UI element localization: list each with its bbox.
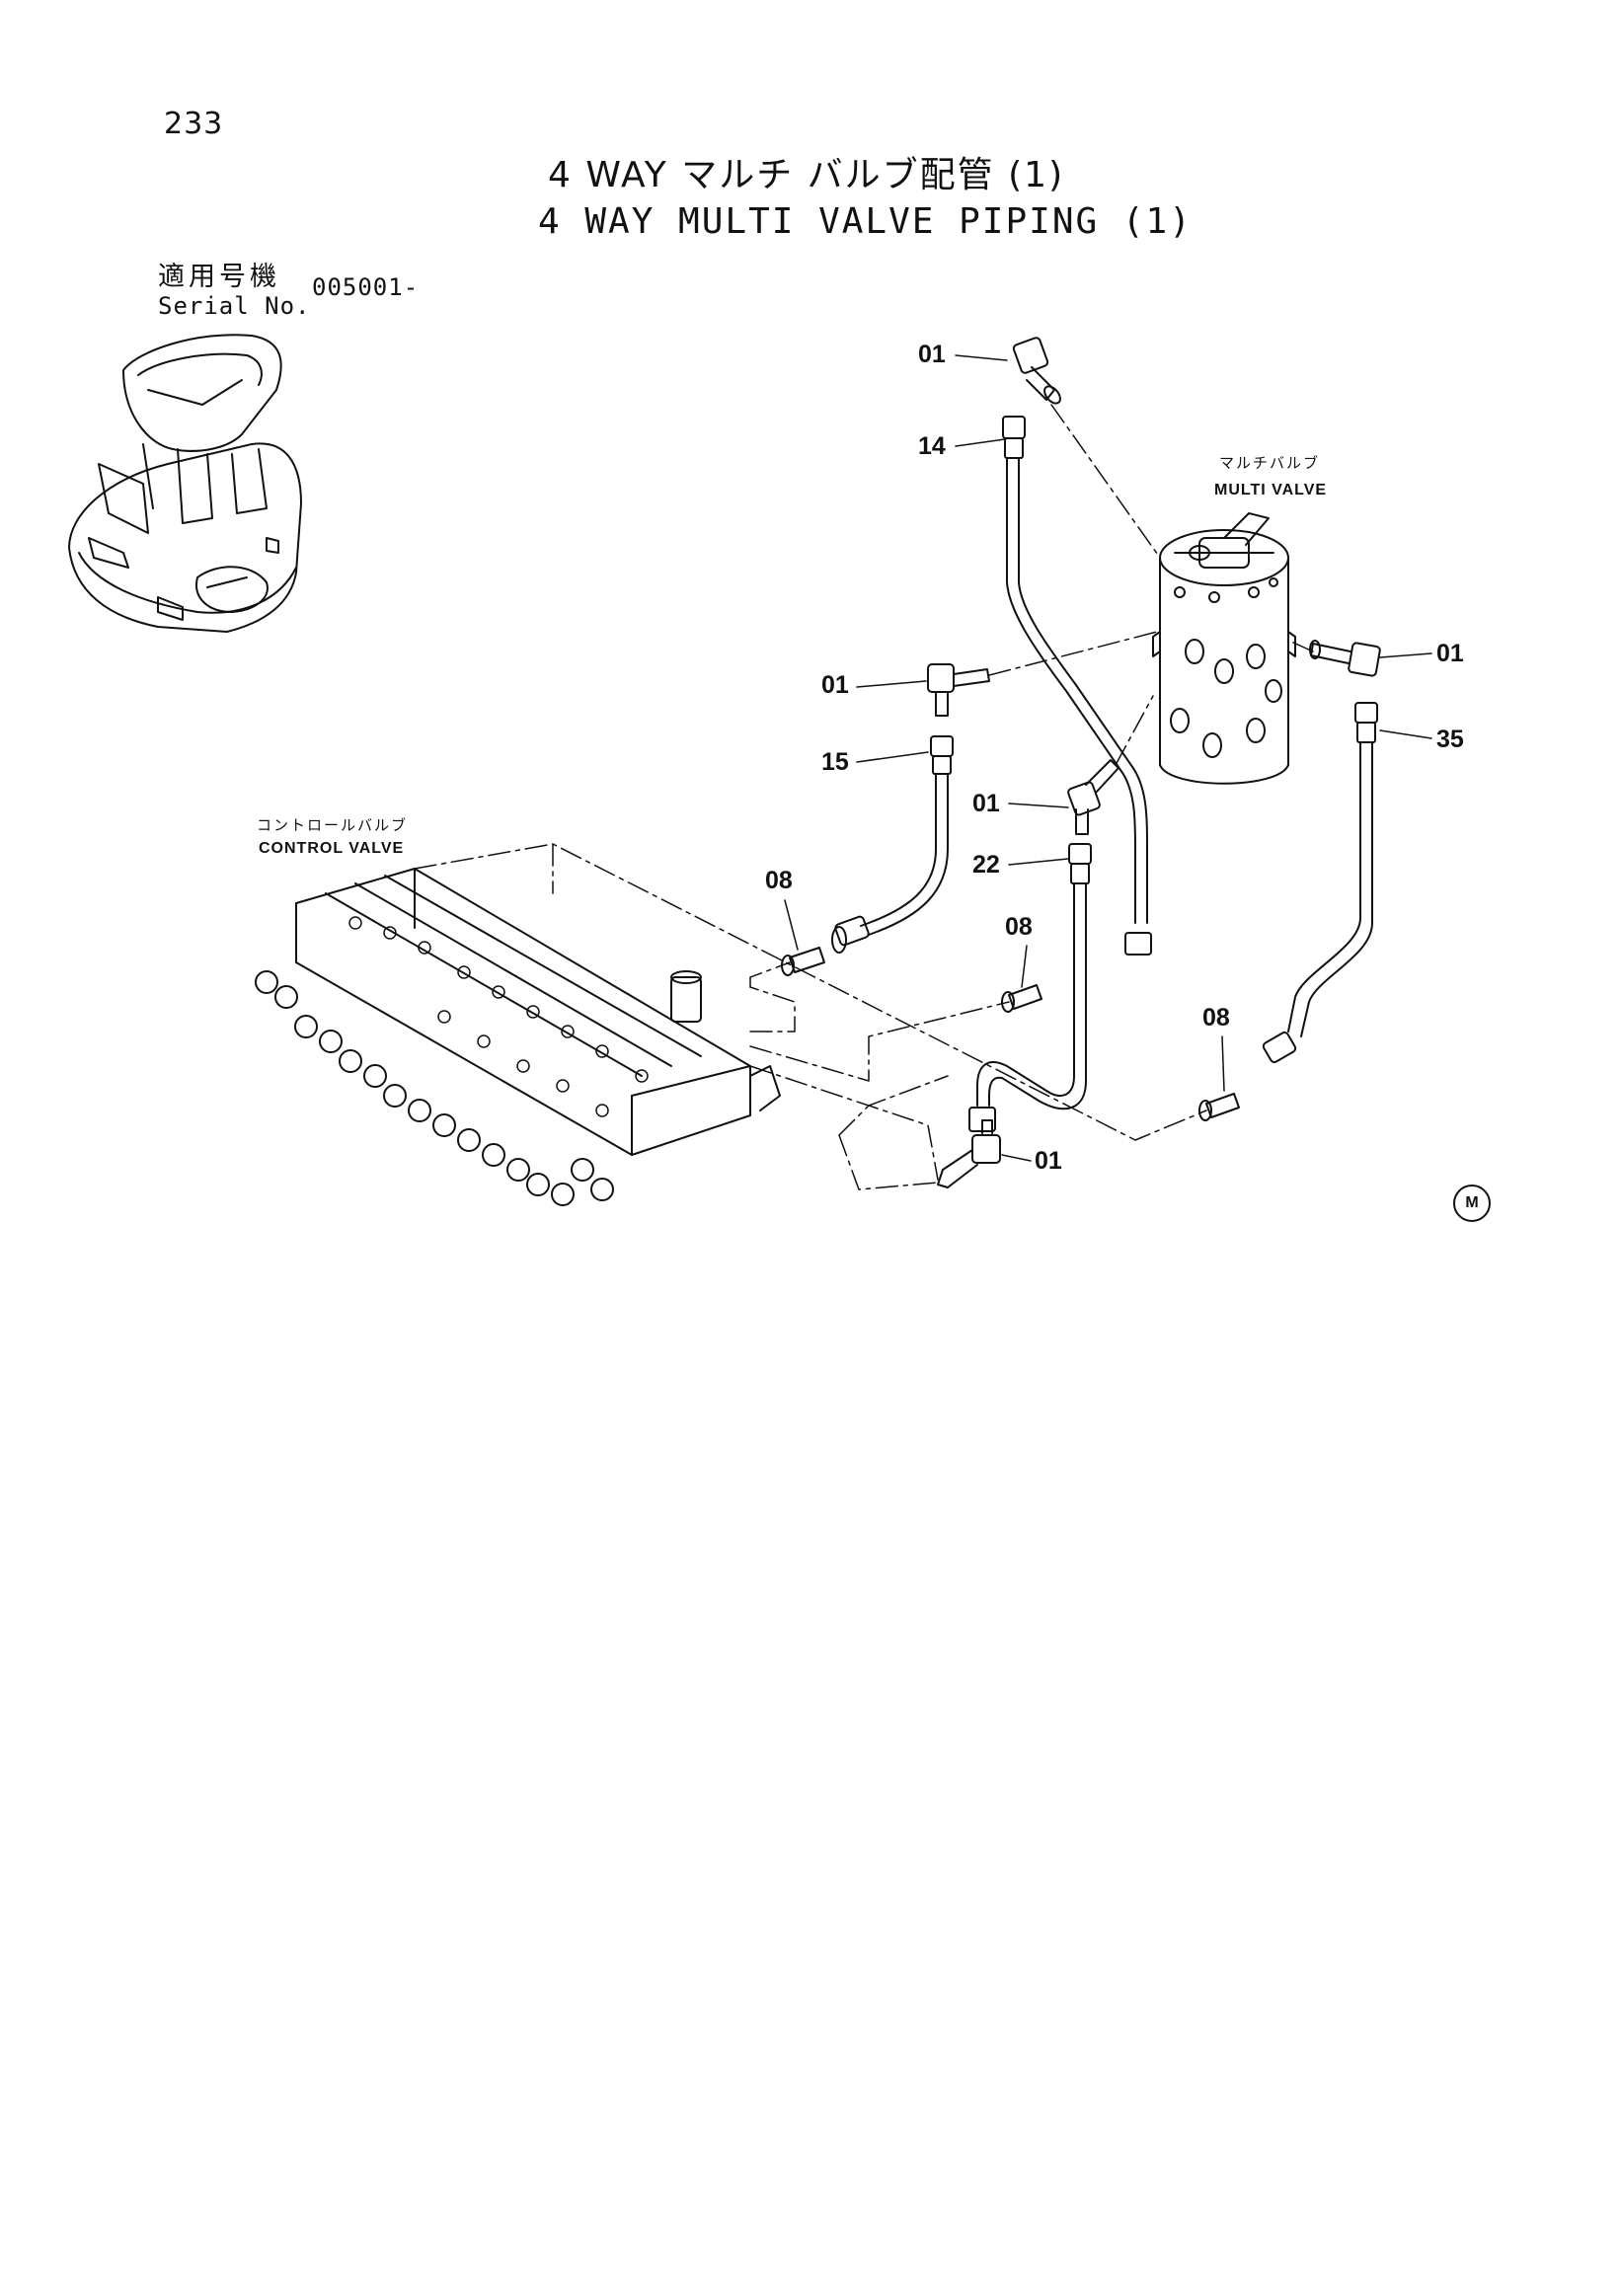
callout-14: 14 (918, 432, 946, 460)
hose-35 (1262, 702, 1378, 1064)
callout-01-top: 01 (918, 341, 946, 368)
callout-08-right: 08 (1202, 1004, 1230, 1032)
adapter-mid (1001, 984, 1042, 1013)
elbow-fitting-top (1012, 337, 1061, 405)
page-number: 233 (164, 107, 224, 141)
multi-valve-body (1152, 512, 1296, 785)
page-title-jp: 4 WAY マルチ バルブ配管 (1) (548, 155, 1065, 195)
tee-fitting-bottom (937, 1119, 1001, 1188)
callout-08-mid: 08 (1005, 913, 1033, 941)
excavator-thumbnail-icon (68, 334, 302, 633)
adapter-right (1198, 1093, 1240, 1121)
elbow-fitting-left (927, 663, 990, 717)
callout-01-right: 01 (1436, 640, 1464, 667)
elbow-fitting-mid (1067, 759, 1119, 835)
page-title-en: 4 WAY MULTI VALVE PIPING (1) (538, 201, 1193, 242)
control-valve-body (255, 868, 781, 1206)
multi-valve-label-jp: マルチバルブ (1219, 454, 1321, 472)
callout-01-bottom: 01 (1035, 1147, 1062, 1175)
m-marker-icon: M (1453, 1185, 1491, 1222)
serial-label-en: Serial No. (158, 292, 311, 320)
callout-01-left: 01 (821, 671, 849, 699)
hose-14 (1002, 416, 1152, 956)
hose-22 (968, 843, 1092, 1132)
callout-22: 22 (972, 851, 1000, 879)
connection-lines (414, 404, 1314, 1190)
callout-15: 15 (821, 748, 849, 776)
callout-08-left: 08 (765, 867, 793, 894)
callout-01-mid: 01 (972, 790, 1000, 817)
control-valve-label-en: CONTROL VALVE (259, 840, 405, 857)
serial-number: 005001- (312, 273, 420, 301)
serial-label-jp: 適用号機 (158, 262, 280, 292)
leader-lines (784, 354, 1432, 1162)
elbow-fitting-right (1309, 640, 1381, 677)
callout-35: 35 (1436, 726, 1464, 753)
hose-15 (831, 735, 954, 954)
control-valve-label-jp: コントロールバルブ (257, 816, 409, 834)
multi-valve-label-en: MULTI VALVE (1214, 482, 1328, 498)
